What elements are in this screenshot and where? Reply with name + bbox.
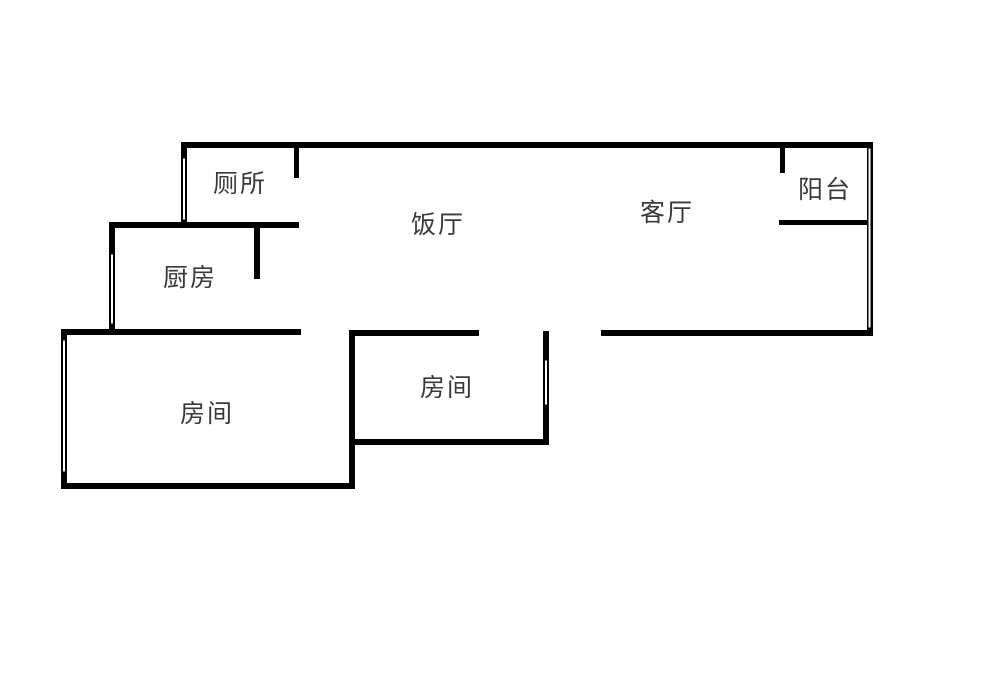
room-label-toilet: 厕所 xyxy=(212,169,268,198)
room-label-kitchen: 厨房 xyxy=(162,263,218,292)
wall-balcony-stub xyxy=(780,142,785,173)
room-label-living: 客厅 xyxy=(639,198,695,227)
wall-balcony xyxy=(779,220,870,225)
window-toilet xyxy=(182,157,186,221)
window-kitchen xyxy=(110,253,114,325)
wall-bedroom2-top xyxy=(349,330,479,336)
wall-toilet-stub xyxy=(294,142,299,178)
room-label-dining: 饭厅 xyxy=(410,210,466,239)
room-label-bedroom-left: 房间 xyxy=(179,399,235,428)
room-label-balcony: 阳台 xyxy=(797,175,853,204)
wall-bedroom1-right xyxy=(349,331,355,489)
windows xyxy=(62,147,872,473)
window-bedroom1 xyxy=(62,339,66,473)
window-living xyxy=(867,147,872,329)
wall-bedroom1-top xyxy=(61,329,301,335)
window-bedroom2 xyxy=(544,359,548,406)
wall-bedroom2-bottom xyxy=(349,439,549,445)
wall-top xyxy=(182,142,873,148)
wall-bedroom1-bottom xyxy=(61,483,355,489)
room-label-bedroom-middle: 房间 xyxy=(419,373,475,402)
wall-kitchen-stub xyxy=(254,222,260,279)
wall-kitchen-top xyxy=(109,222,299,228)
wall-living-bottom xyxy=(601,330,873,336)
